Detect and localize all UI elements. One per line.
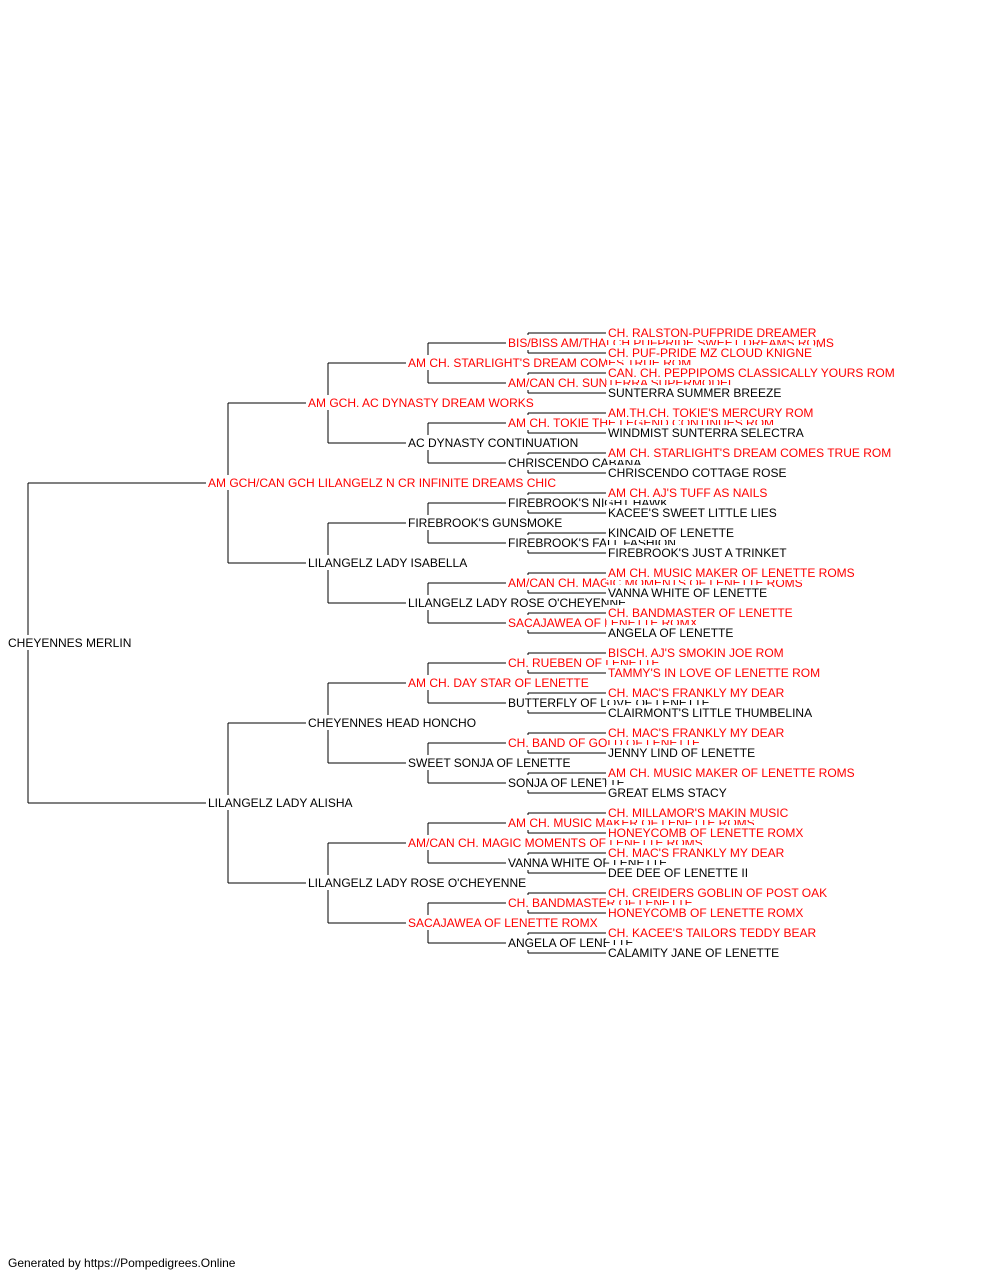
- label-background: [606, 445, 894, 460]
- label-background: [406, 435, 581, 450]
- ancestor-name: AC DYNASTY CONTINUATION: [408, 436, 578, 450]
- ancestor-name: GREAT ELMS STACY: [608, 786, 727, 800]
- label-background: [606, 905, 806, 920]
- label-background: [306, 555, 470, 570]
- ancestor-name: LILANGELZ LADY ALISHA: [208, 796, 353, 810]
- ancestor-name: AM CH. AJ'S TUFF AS NAILS: [608, 486, 767, 500]
- label-background: [606, 745, 758, 760]
- ancestor-name: AM CH. MUSIC MAKER OF LENETTE ROMS: [608, 766, 855, 780]
- label-background: [606, 365, 897, 380]
- ancestor-name: DEE DEE OF LENETTE II: [608, 866, 748, 880]
- ancestor-name: CH. RALSTON-PUFPRIDE DREAMER: [608, 326, 817, 340]
- label-background: [406, 915, 600, 930]
- label-background: [306, 715, 479, 730]
- ancestor-name: JENNY LIND OF LENETTE: [608, 746, 755, 760]
- label-background: [606, 625, 736, 640]
- label-background: [606, 345, 815, 360]
- ancestor-name: HONEYCOMB OF LENETTE ROMX: [608, 826, 803, 840]
- ancestor-name: AM CH. STARLIGHT'S DREAM COMES TRUE ROM: [608, 446, 891, 460]
- ancestor-name: CH. KACEE'S TAILORS TEDDY BEAR: [608, 926, 816, 940]
- ancestor-name: KACEE'S SWEET LITTLE LIES: [608, 506, 777, 520]
- label-background: [606, 565, 857, 580]
- footer-credit: Generated by https://Pompedigrees.Online: [8, 1256, 236, 1270]
- label-background: [606, 845, 787, 860]
- label-background: [406, 755, 573, 770]
- ancestor-name: CH. MAC'S FRANKLY MY DEAR: [608, 686, 785, 700]
- label-background: [606, 525, 737, 540]
- ancestor-name: LILANGELZ LADY ROSE O'CHEYENNE: [408, 596, 626, 610]
- ancestor-name: LILANGELZ LADY ROSE O'CHEYENNE: [308, 876, 526, 890]
- ancestor-name: SWEET SONJA OF LENETTE: [408, 756, 570, 770]
- ancestor-name: CHRISCENDO COTTAGE ROSE: [608, 466, 786, 480]
- label-background: [506, 935, 636, 950]
- label-background: [606, 465, 789, 480]
- label-background: [406, 515, 565, 530]
- ancestor-name: TAMMY'S IN LOVE OF LENETTE ROM: [608, 666, 820, 680]
- ancestor-name: CH. MAC'S FRANKLY MY DEAR: [608, 846, 785, 860]
- ancestor-name: CH. CREIDERS GOBLIN OF POST OAK: [608, 886, 827, 900]
- ancestor-name: WINDMIST SUNTERRA SELECTRA: [608, 426, 804, 440]
- ancestor-name: AM.TH.CH. TOKIE'S MERCURY ROM: [608, 406, 813, 420]
- label-background: [606, 865, 751, 880]
- label-background: [606, 405, 816, 420]
- ancestor-name: ANGELA OF LENETTE: [608, 626, 733, 640]
- ancestor-name: FIREBROOK'S GUNSMOKE: [408, 516, 562, 530]
- ancestor-name: CH. MAC'S FRANKLY MY DEAR: [608, 726, 785, 740]
- label-background: [606, 805, 791, 820]
- ancestor-name: AM CH. DAY STAR OF LENETTE: [408, 676, 589, 690]
- label-background: [606, 605, 795, 620]
- label-background: [606, 945, 782, 960]
- label-background: [606, 585, 770, 600]
- label-background: [606, 825, 806, 840]
- label-background: [206, 795, 355, 810]
- label-background: [606, 785, 729, 800]
- label-background: [606, 765, 857, 780]
- label-background: [206, 475, 559, 490]
- label-background: [406, 675, 591, 690]
- label-background: [606, 685, 787, 700]
- ancestor-name: AM GCH/CAN GCH LILANGELZ N CR INFINITE D…: [208, 476, 556, 490]
- subject-name: CHEYENNES MERLIN: [8, 636, 131, 650]
- label-background: [606, 725, 787, 740]
- label-background: [606, 665, 823, 680]
- ancestor-name: ANGELA OF LENETTE: [508, 936, 633, 950]
- ancestor-name: LILANGELZ LADY ISABELLA: [308, 556, 467, 570]
- label-background: [606, 485, 770, 500]
- ancestor-name: AM CH. MUSIC MAKER OF LENETTE ROMS: [608, 566, 855, 580]
- ancestor-name: CH. PUF-PRIDE MZ CLOUD KNIGNE: [608, 346, 812, 360]
- label-background: [406, 595, 629, 610]
- label-background: [306, 875, 529, 890]
- ancestor-name: FIREBROOK'S JUST A TRINKET: [608, 546, 787, 560]
- label-background: [306, 395, 536, 410]
- ancestor-name: SACAJAWEA OF LENETTE ROMX: [408, 916, 598, 930]
- label-background: [6, 635, 134, 650]
- ancestor-name: KINCAID OF LENETTE: [608, 526, 734, 540]
- label-background: [506, 775, 627, 790]
- ancestor-name: AM GCH. AC DYNASTY DREAM WORKS: [308, 396, 534, 410]
- label-background: [606, 325, 819, 340]
- ancestor-name: CH. BANDMASTER OF LENETTE: [608, 606, 793, 620]
- ancestor-name: CAN. CH. PEPPIPOMS CLASSICALLY YOURS ROM: [608, 366, 895, 380]
- ancestor-name: HONEYCOMB OF LENETTE ROMX: [608, 906, 803, 920]
- ancestor-name: SONJA OF LENETTE: [508, 776, 625, 790]
- ancestor-name: BISCH. AJ'S SMOKIN JOE ROM: [608, 646, 784, 660]
- label-background: [606, 885, 830, 900]
- ancestor-name: SUNTERRA SUMMER BREEZE: [608, 386, 781, 400]
- ancestor-name: VANNA WHITE OF LENETTE: [608, 586, 767, 600]
- label-background: [606, 425, 806, 440]
- label-background: [606, 505, 779, 520]
- label-background: [606, 705, 815, 720]
- ancestor-name: CHEYENNES HEAD HONCHO: [308, 716, 476, 730]
- ancestor-name: CLAIRMONT'S LITTLE THUMBELINA: [608, 706, 812, 720]
- label-background: [606, 545, 789, 560]
- label-background: [606, 925, 819, 940]
- ancestor-name: CALAMITY JANE OF LENETTE: [608, 946, 779, 960]
- ancestor-name: CH. MILLAMOR'S MAKIN MUSIC: [608, 806, 789, 820]
- label-background: [606, 645, 786, 660]
- label-background: [606, 385, 784, 400]
